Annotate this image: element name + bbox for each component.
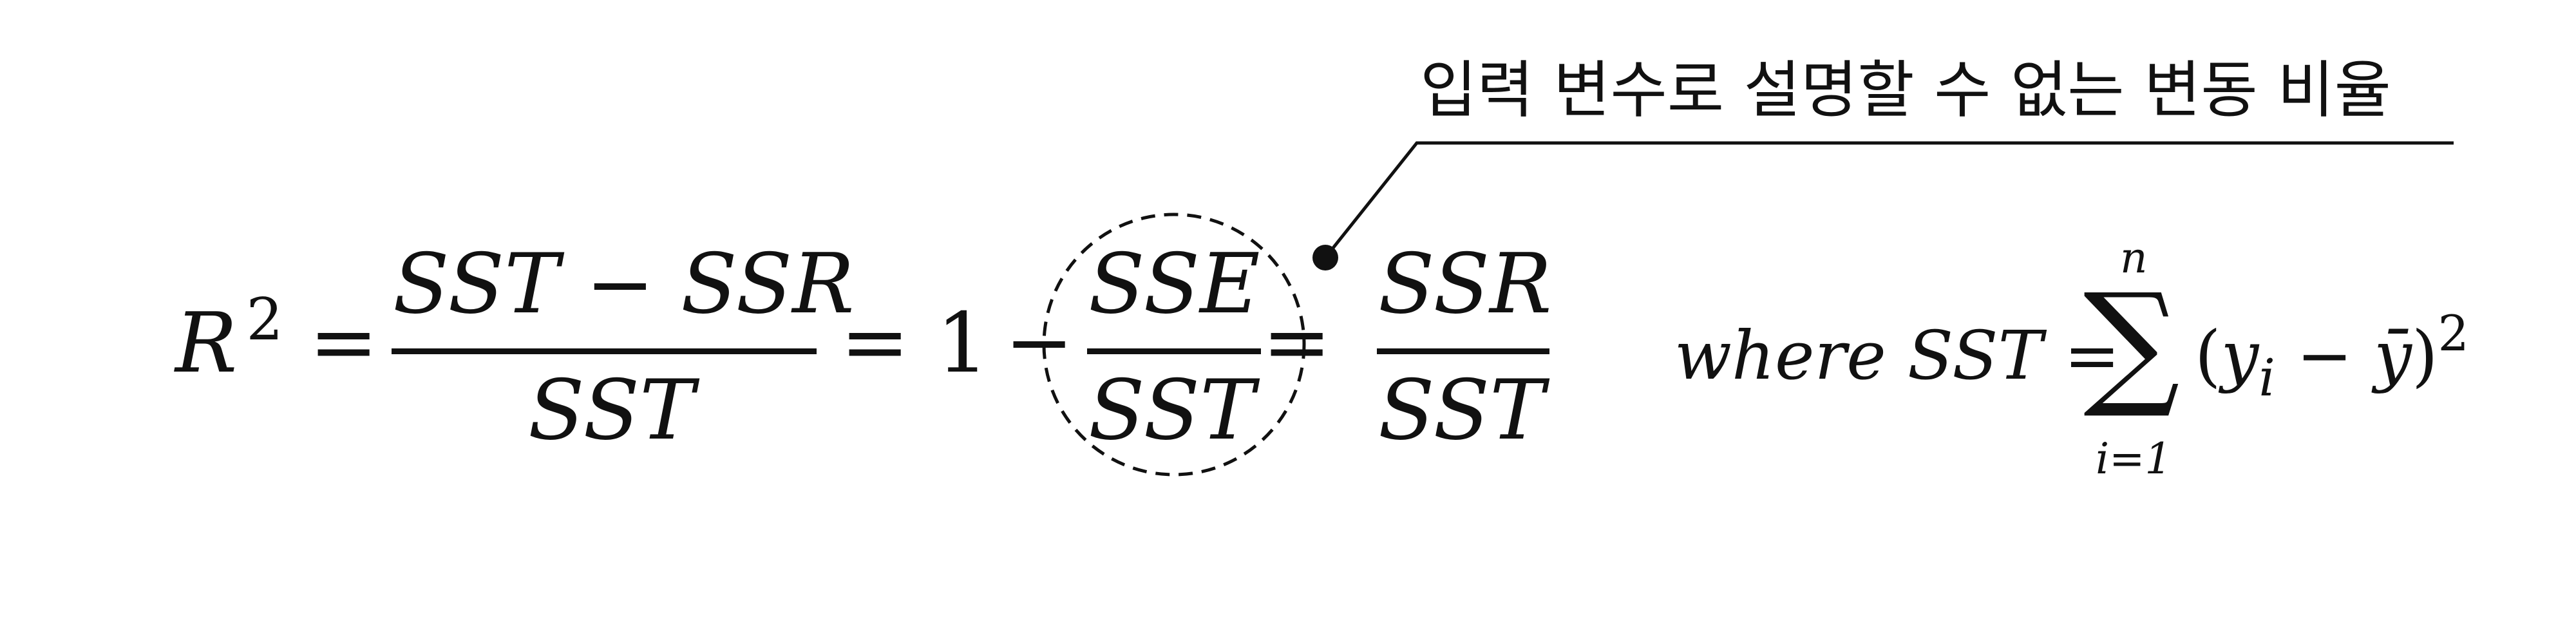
frac3-denominator: SST <box>1378 363 1545 459</box>
lhs-exponent: 2 <box>246 286 283 354</box>
y-bar-symbol: ȳ <box>2374 316 2412 395</box>
leader-dot <box>1312 245 1338 270</box>
equals-2: = <box>840 294 910 390</box>
frac1-numerator: SST − SSR <box>393 236 855 332</box>
frac1-denominator: SST <box>528 363 695 459</box>
where-word: where <box>1674 316 1886 395</box>
definition-lhs: where SST = <box>1674 322 2120 389</box>
close-paren: ) <box>2411 316 2438 395</box>
frac3-bar <box>1377 348 1549 354</box>
y-symbol: y <box>2221 316 2259 395</box>
sst-symbol: SST <box>1907 316 2043 395</box>
minus-sign: − <box>1005 294 1074 390</box>
frac3-numerator: SSR <box>1378 236 1552 332</box>
summation-sign: ∑ <box>2083 264 2180 422</box>
annotation-label: 입력 변수로 설명할 수 없는 변동 비율 <box>1420 54 2391 126</box>
equals-1: = <box>309 294 379 390</box>
summation-lower: i=1 <box>2096 434 2172 484</box>
frac2-denominator: SST <box>1088 363 1255 459</box>
definition-rhs: (yi − ȳ)2 <box>2195 309 2469 404</box>
frac2-bar <box>1087 348 1261 354</box>
summation-upper: n <box>2120 233 2148 283</box>
frac1-bar <box>392 348 817 354</box>
one: 1 <box>936 296 989 392</box>
equals-3: = <box>1262 294 1332 390</box>
lhs-base: R <box>175 296 238 392</box>
frac2-numerator: SSE <box>1088 236 1260 332</box>
open-paren: ( <box>2195 316 2221 395</box>
y-subscript: i <box>2259 348 2275 408</box>
definition-minus: − <box>2297 316 2353 395</box>
definition-exponent: 2 <box>2438 305 2469 362</box>
definition-equals: = <box>2063 316 2121 395</box>
